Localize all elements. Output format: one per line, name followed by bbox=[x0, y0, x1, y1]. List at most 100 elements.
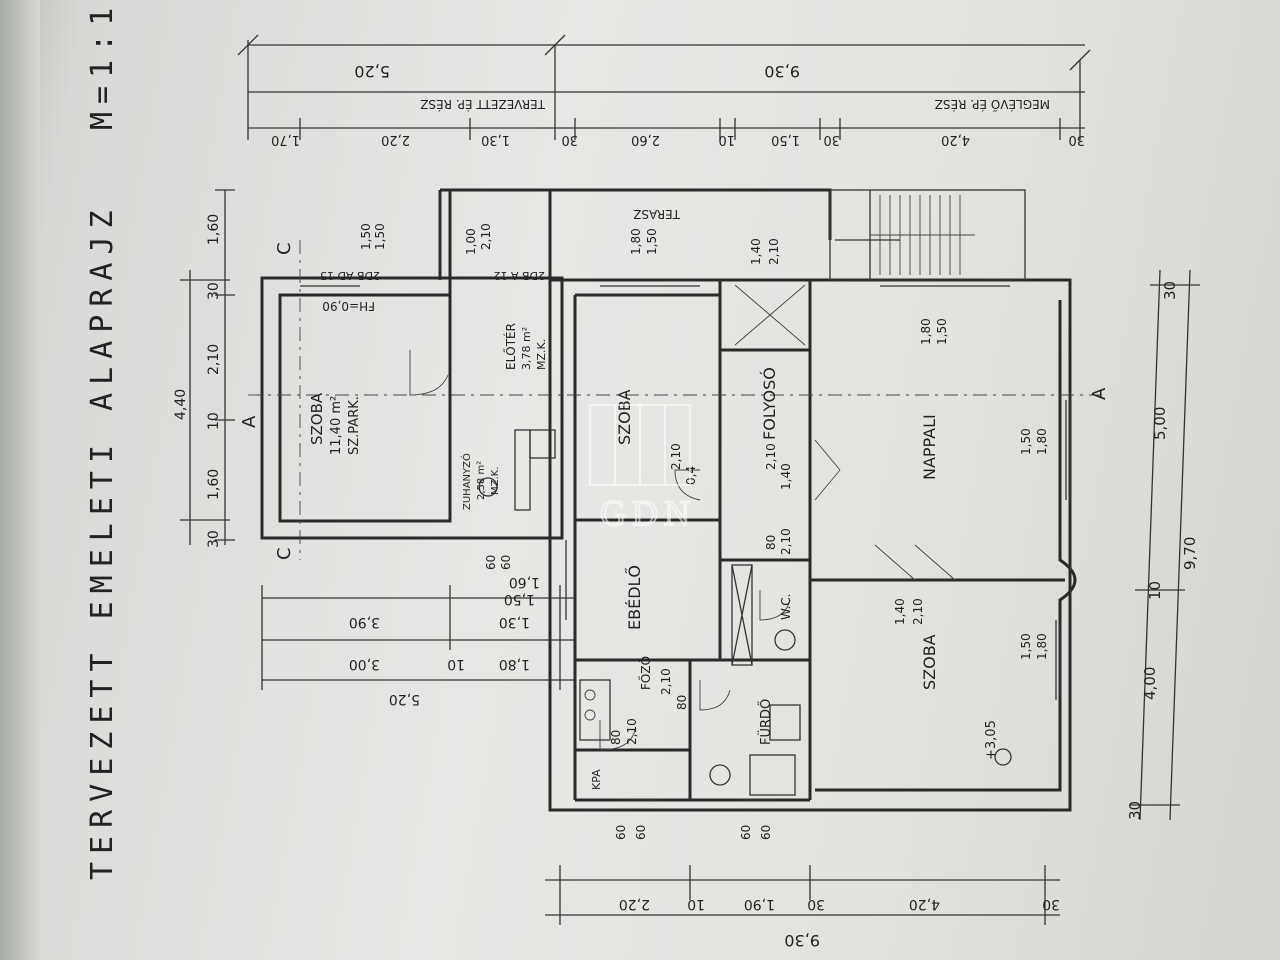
dim-left-6: 30 bbox=[206, 530, 222, 548]
label-tervezett-resz: TERVEZETT ÉP. RÉSZ bbox=[420, 97, 546, 112]
level-marker bbox=[994, 748, 1012, 766]
paper-edge bbox=[0, 0, 40, 960]
dim-mid1-4: 1,60 bbox=[509, 574, 540, 590]
open-25: 80 bbox=[609, 730, 623, 745]
dim-bottom-total: 9,30 bbox=[784, 931, 820, 950]
dim-left-1: 4,40 bbox=[173, 389, 189, 420]
dim-left-4: 10 bbox=[206, 412, 222, 430]
open-27: 2,10 bbox=[659, 668, 673, 695]
dim-right-3: 4,00 bbox=[1141, 667, 1159, 700]
open-23: 80 bbox=[764, 535, 778, 550]
room-nappali-name: NAPPALI bbox=[920, 414, 939, 480]
open-14: 1,80 bbox=[1035, 428, 1049, 455]
dim-left-2: 30 bbox=[206, 282, 222, 300]
dim-top-10: 30 bbox=[1068, 132, 1085, 147]
open-31: 60 bbox=[739, 825, 753, 840]
room-labels: SZOBA 11,40 m² SZ.PARK. ELŐTÉR 3,78 m² M… bbox=[308, 207, 939, 790]
dim-top-4: 30 bbox=[561, 132, 578, 147]
dim-mid3-1: 5,20 bbox=[389, 691, 420, 707]
room-zuhanyzo-name: ZUHANYZÓ bbox=[460, 453, 473, 510]
dim-mid1-2: 1,30 bbox=[499, 614, 530, 630]
dim-top-9: 4,20 bbox=[941, 132, 970, 147]
bottom-dimension-labels: 2,20 10 1,90 30 4,20 30 9,30 bbox=[619, 896, 1060, 950]
open-8: 2,10 bbox=[767, 238, 781, 265]
dim-top-meglevo: 9,30 bbox=[764, 62, 800, 81]
watermark-text: GDN bbox=[600, 493, 696, 533]
open-11: 1,40 bbox=[893, 598, 907, 625]
dim-right-6: 9,70 bbox=[1181, 537, 1199, 570]
dim-left-7: 1,60 bbox=[206, 214, 222, 245]
dim-bottom-5: 4,20 bbox=[909, 896, 940, 912]
left-dimension-lines bbox=[180, 189, 235, 545]
open-19: 2,10 bbox=[764, 443, 778, 470]
right-dimension-lines bbox=[1130, 269, 1200, 821]
watermark: GDN bbox=[589, 404, 696, 534]
room-szoba-top-name: SZOBA bbox=[308, 392, 326, 445]
dim-bottom-3: 1,90 bbox=[744, 896, 775, 912]
label-meglevo-resz: MEGLÉVŐ ÉP. RÉSZ bbox=[935, 97, 1050, 112]
opening-dimensions: 1,00 2,10 1,50 1,50 1,80 1,50 1,40 2,10 … bbox=[359, 223, 1049, 840]
door-swings bbox=[409, 284, 956, 751]
dim-top-tervezett: 5,20 bbox=[354, 62, 390, 81]
label-ablak-1: 2DB AD 15 bbox=[320, 269, 380, 282]
right-dimension-labels: 5,00 10 4,00 30 30 9,70 bbox=[1126, 281, 1199, 820]
dim-top-8: 30 bbox=[823, 132, 840, 147]
room-fozo-name: FŐZŐ bbox=[638, 656, 653, 690]
room-szoba-mid-name: SZOBA bbox=[615, 389, 634, 445]
fixtures bbox=[478, 429, 801, 796]
dim-top-1: 1,70 bbox=[271, 132, 300, 147]
label-fh: FH=0,90 bbox=[322, 299, 375, 313]
open-4: 1,50 bbox=[373, 223, 387, 250]
dim-mid1-1: 3,90 bbox=[349, 614, 380, 630]
dim-mid1-3: 1,50 bbox=[504, 591, 535, 607]
open-6: 1,50 bbox=[645, 228, 659, 255]
open-12: 2,10 bbox=[911, 598, 925, 625]
section-lines bbox=[248, 240, 1100, 560]
open-20: 1,40 bbox=[779, 463, 793, 490]
dim-top-5: 2,60 bbox=[631, 132, 660, 147]
open-24: 2,10 bbox=[779, 528, 793, 555]
dim-right-1: 5,00 bbox=[1151, 407, 1169, 440]
room-furdo-name: FÜRDŐ bbox=[757, 699, 774, 745]
drawing-scale: M=1:100 bbox=[85, 0, 120, 130]
section-a-left: A bbox=[239, 415, 260, 428]
dim-bottom-1: 2,20 bbox=[619, 896, 650, 912]
open-29: 60 bbox=[614, 825, 628, 840]
open-2: 2,10 bbox=[479, 223, 493, 250]
room-wc-name: W.C. bbox=[779, 594, 793, 621]
middle-dimension-lines bbox=[261, 585, 575, 690]
windows bbox=[300, 285, 1071, 801]
bottom-dimension-lines bbox=[545, 865, 1060, 925]
open-15: 1,50 bbox=[1019, 633, 1033, 660]
top-dimension-lines bbox=[237, 34, 1091, 140]
section-a-right: A bbox=[1089, 387, 1110, 400]
dim-top-7: 1,50 bbox=[771, 132, 800, 147]
open-13: 1,50 bbox=[1019, 428, 1033, 455]
dim-mid2-2: 10 bbox=[447, 656, 465, 672]
open-17: 2,10 bbox=[669, 443, 683, 470]
open-32: 60 bbox=[759, 825, 773, 840]
open-1: 1,00 bbox=[464, 228, 478, 255]
open-22: 60 bbox=[499, 555, 513, 570]
dim-top-6: 10 bbox=[718, 132, 735, 147]
open-26: 2,10 bbox=[625, 718, 639, 745]
dim-mid2-1: 3,00 bbox=[349, 656, 380, 672]
drawing-title: TERVEZETT EMELETI ALAPRAJZ bbox=[85, 202, 120, 880]
top-row-dimensions: 1,70 2,20 1,30 30 2,60 10 1,50 30 4,20 3… bbox=[271, 132, 1085, 147]
open-5: 1,80 bbox=[629, 228, 643, 255]
dim-bottom-6: 30 bbox=[1042, 896, 1060, 912]
room-kamra-name: KPA bbox=[590, 769, 603, 790]
room-szoba-bottom-name: SZOBA bbox=[920, 634, 939, 690]
dim-mid2-3: 1,80 bbox=[499, 656, 530, 672]
left-col-dimensions: 4,40 30 1,60 10 2,10 30 1,60 bbox=[173, 214, 222, 548]
dim-bottom-2: 10 bbox=[687, 896, 705, 912]
open-21: 60 bbox=[484, 555, 498, 570]
stair bbox=[829, 189, 1026, 281]
dim-bottom-4: 30 bbox=[807, 896, 825, 912]
dim-top-2: 2,20 bbox=[381, 132, 410, 147]
room-szoba-top-area: 11,40 m² bbox=[329, 396, 344, 455]
dim-left-3: 1,60 bbox=[206, 469, 222, 500]
room-terasz-name: TERASZ bbox=[633, 207, 681, 221]
room-zuhanyzo-floor: MZ.K. bbox=[490, 467, 501, 495]
